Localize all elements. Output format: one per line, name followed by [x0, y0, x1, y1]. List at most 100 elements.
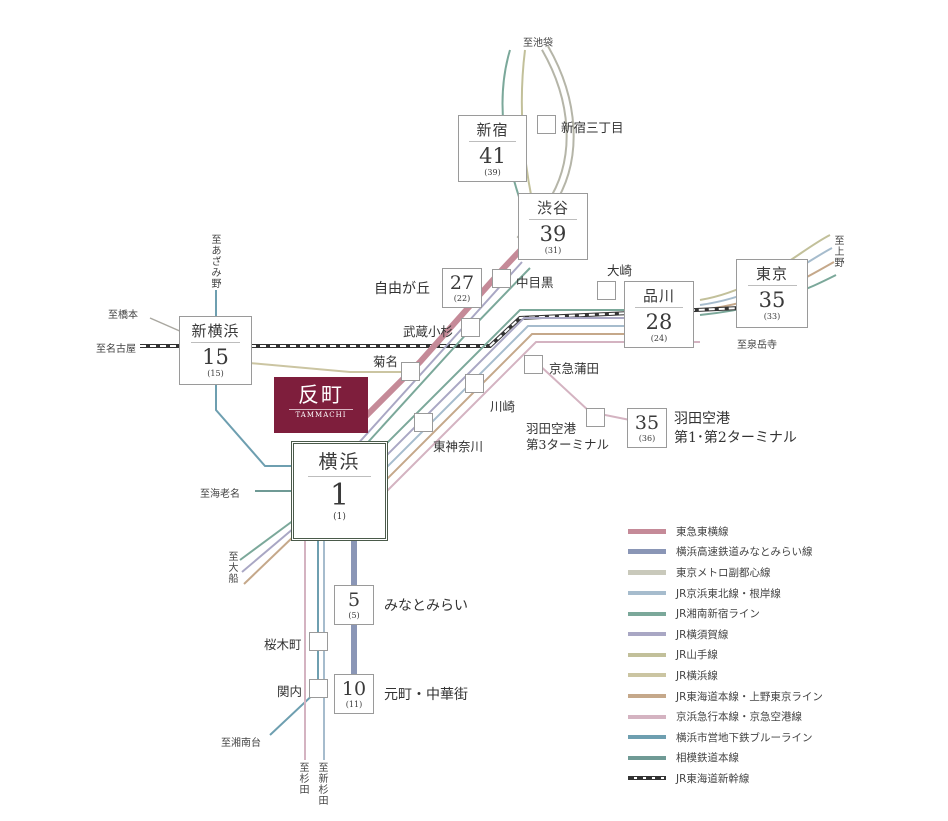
station-shinagawa[interactable]: 品川 28 (24)	[624, 281, 694, 348]
station-yokohama[interactable]: 横浜 1 (1)	[291, 441, 388, 541]
legend-swatch	[628, 776, 666, 781]
legend-item: 横浜高速鉄道みなとみらい線	[628, 542, 868, 563]
legend-item: 相模鉄道本線	[628, 748, 868, 769]
legend-swatch	[628, 694, 666, 699]
legend-item: JR横須賀線	[628, 624, 868, 645]
station-marker-sakuragicho[interactable]	[309, 632, 328, 651]
station-marker-haneda3[interactable]	[586, 408, 605, 427]
dest-ueno: 至上野	[834, 236, 845, 269]
station-marker-osaki[interactable]	[597, 281, 616, 300]
station-marker-higashikanagawa[interactable]	[414, 413, 433, 432]
divider	[190, 342, 241, 343]
legend-swatch	[628, 735, 666, 740]
minutes: 28	[645, 310, 673, 334]
station-name: 渋谷	[536, 199, 569, 217]
minutes: 41	[479, 144, 506, 168]
dest-hashimoto: 至橋本	[108, 310, 138, 321]
station-name: 東京	[755, 265, 788, 283]
legend-label: 横浜高速鉄道みなとみらい線	[676, 546, 813, 559]
station-tammachi[interactable]: 反町 TAMMACHI	[274, 377, 368, 433]
minutes-sub: (33)	[763, 312, 781, 321]
station-motomachi[interactable]: 10 (11)	[334, 674, 374, 714]
minutes-sub: (31)	[544, 246, 562, 255]
legend-swatch	[628, 569, 666, 575]
dest-sengakuji: 至泉岳寺	[737, 340, 777, 351]
legend-label: 東京メトロ副都心線	[676, 566, 771, 579]
station-marker-nakameguro[interactable]	[492, 269, 511, 288]
station-minatomirai[interactable]: 5 (5)	[334, 585, 374, 625]
lines-ofuna	[239, 519, 295, 585]
station-shinjuku[interactable]: 新宿 41 (39)	[458, 115, 527, 182]
minutes: 35	[758, 288, 786, 312]
legend-label: 京浜急行本線・京急空港線	[676, 711, 802, 724]
label-kawasaki: 川崎	[490, 399, 516, 414]
legend-item: 東京メトロ副都心線	[628, 562, 868, 583]
label-keikyukamata: 京急蒲田	[549, 361, 600, 376]
station-name: 新宿	[476, 121, 509, 139]
station-haneda12[interactable]: 35 (36)	[627, 408, 667, 448]
legend-item: 京浜急行本線・京急空港線	[628, 706, 868, 727]
minutes-sub: (22)	[453, 294, 471, 303]
legend-item: JR湘南新宿ライン	[628, 603, 868, 624]
label-kannai: 関内	[277, 684, 303, 699]
legend-swatch	[628, 673, 666, 678]
label-motomachi: 元町・中華街	[384, 687, 468, 703]
minutes: 39	[539, 222, 567, 246]
line-yokohama	[215, 359, 420, 373]
legend-label: JR湘南新宿ライン	[676, 608, 760, 621]
label-kikuna: 菊名	[373, 354, 399, 369]
label-shinjuku3: 新宿三丁目	[561, 120, 624, 135]
legend-swatch	[628, 611, 666, 616]
dest-shinsugita: 至新杉田	[318, 763, 329, 807]
station-jiyugaoka[interactable]: 27 (22)	[442, 268, 482, 308]
legend-item: JR京浜東北線・根岸線	[628, 583, 868, 604]
station-shinyokohama[interactable]: 新横浜 15 (15)	[179, 316, 252, 385]
label-minatomirai: みなとみらい	[384, 598, 468, 614]
dest-ebina: 至海老名	[200, 489, 240, 500]
station-shibuya[interactable]: 渋谷 39 (31)	[518, 193, 588, 260]
label-musashikosugi: 武蔵小杉	[403, 324, 454, 339]
legend-item: JR山手線	[628, 645, 868, 666]
minutes-sub: (11)	[345, 700, 363, 709]
legend-label: 横浜市営地下鉄ブルーライン	[676, 731, 813, 744]
dest-ikebukuro: 至池袋	[523, 38, 553, 49]
station-marker-kawasaki[interactable]	[465, 374, 484, 393]
station-marker-shinjuku3[interactable]	[537, 115, 556, 134]
legend-item: JR東海道新幹線	[628, 768, 868, 789]
minutes-sub: (15)	[207, 369, 224, 378]
label-jiyugaoka: 自由が丘	[374, 281, 430, 297]
station-marker-musashikosugi[interactable]	[461, 318, 480, 337]
legend-item: JR東海道本線・上野東京ライン	[628, 686, 868, 707]
dest-ofuna: 至大船	[228, 552, 239, 585]
legend-label: JR横須賀線	[676, 628, 729, 641]
label-haneda3-line1: 羽田空港	[526, 421, 577, 436]
minutes: 27	[449, 272, 475, 294]
minutes-sub: (1)	[333, 512, 346, 522]
line-toyoko	[349, 237, 533, 433]
minutes-sub: (36)	[638, 434, 656, 443]
station-name-en: TAMMACHI	[295, 411, 347, 419]
station-tokyo[interactable]: 東京 35 (33)	[736, 259, 808, 328]
label-higashikanagawa: 東神奈川	[433, 439, 484, 454]
label-haneda12-line1: 羽田空港	[674, 411, 730, 427]
legend-label: 東急東横線	[676, 525, 729, 538]
legend-label: JR京浜東北線・根岸線	[676, 587, 781, 600]
legend-label: JR山手線	[676, 649, 718, 662]
legend-item: JR横浜線	[628, 665, 868, 686]
legend-swatch	[628, 528, 666, 534]
station-name: 反町	[298, 383, 344, 407]
station-marker-keikyukamata[interactable]	[524, 355, 543, 374]
dest-azamino: 至あざみ野	[211, 235, 222, 290]
legend-label: JR横浜線	[676, 669, 718, 682]
station-marker-kikuna[interactable]	[401, 362, 420, 381]
minutes: 5	[347, 589, 361, 611]
line-hashimoto	[149, 317, 183, 333]
minutes-sub: (39)	[484, 168, 501, 177]
station-marker-kannai[interactable]	[309, 679, 328, 698]
dest-nagoya: 至名古屋	[96, 344, 136, 355]
station-name: 品川	[642, 287, 675, 305]
legend: 東急東横線横浜高速鉄道みなとみらい線東京メトロ副都心線 JR京浜東北線・根岸線 JR…	[628, 521, 868, 789]
divider	[635, 307, 683, 308]
divider	[747, 285, 797, 286]
station-name: 新横浜	[191, 322, 240, 340]
